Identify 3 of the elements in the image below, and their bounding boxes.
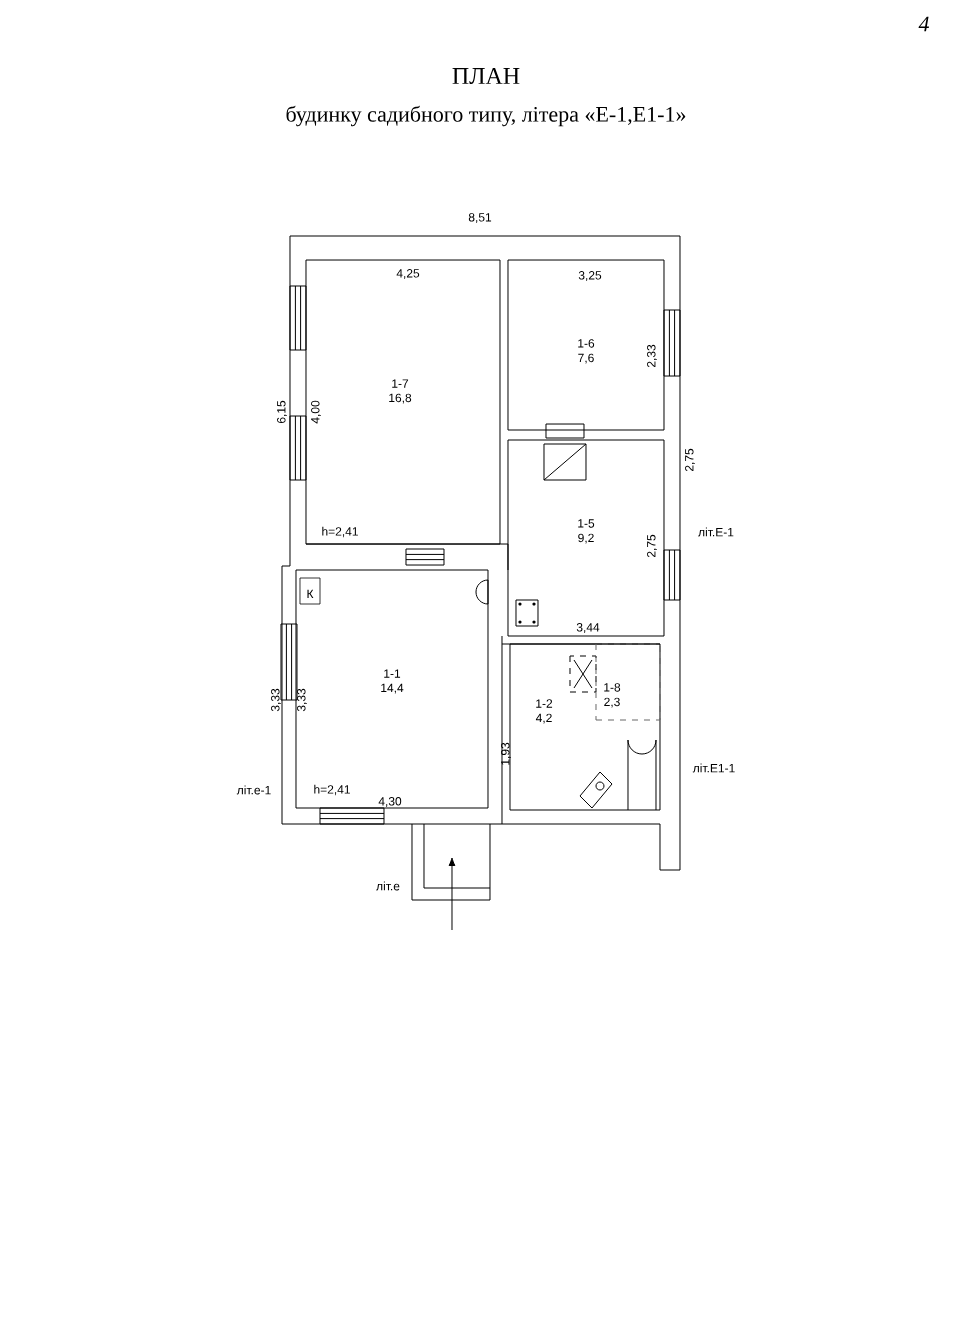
page-number: 4 xyxy=(918,16,929,32)
subtitle: будинку садибного типу, літера «Е-1,Е1-1» xyxy=(286,105,686,127)
title: ПЛАН xyxy=(452,68,520,85)
